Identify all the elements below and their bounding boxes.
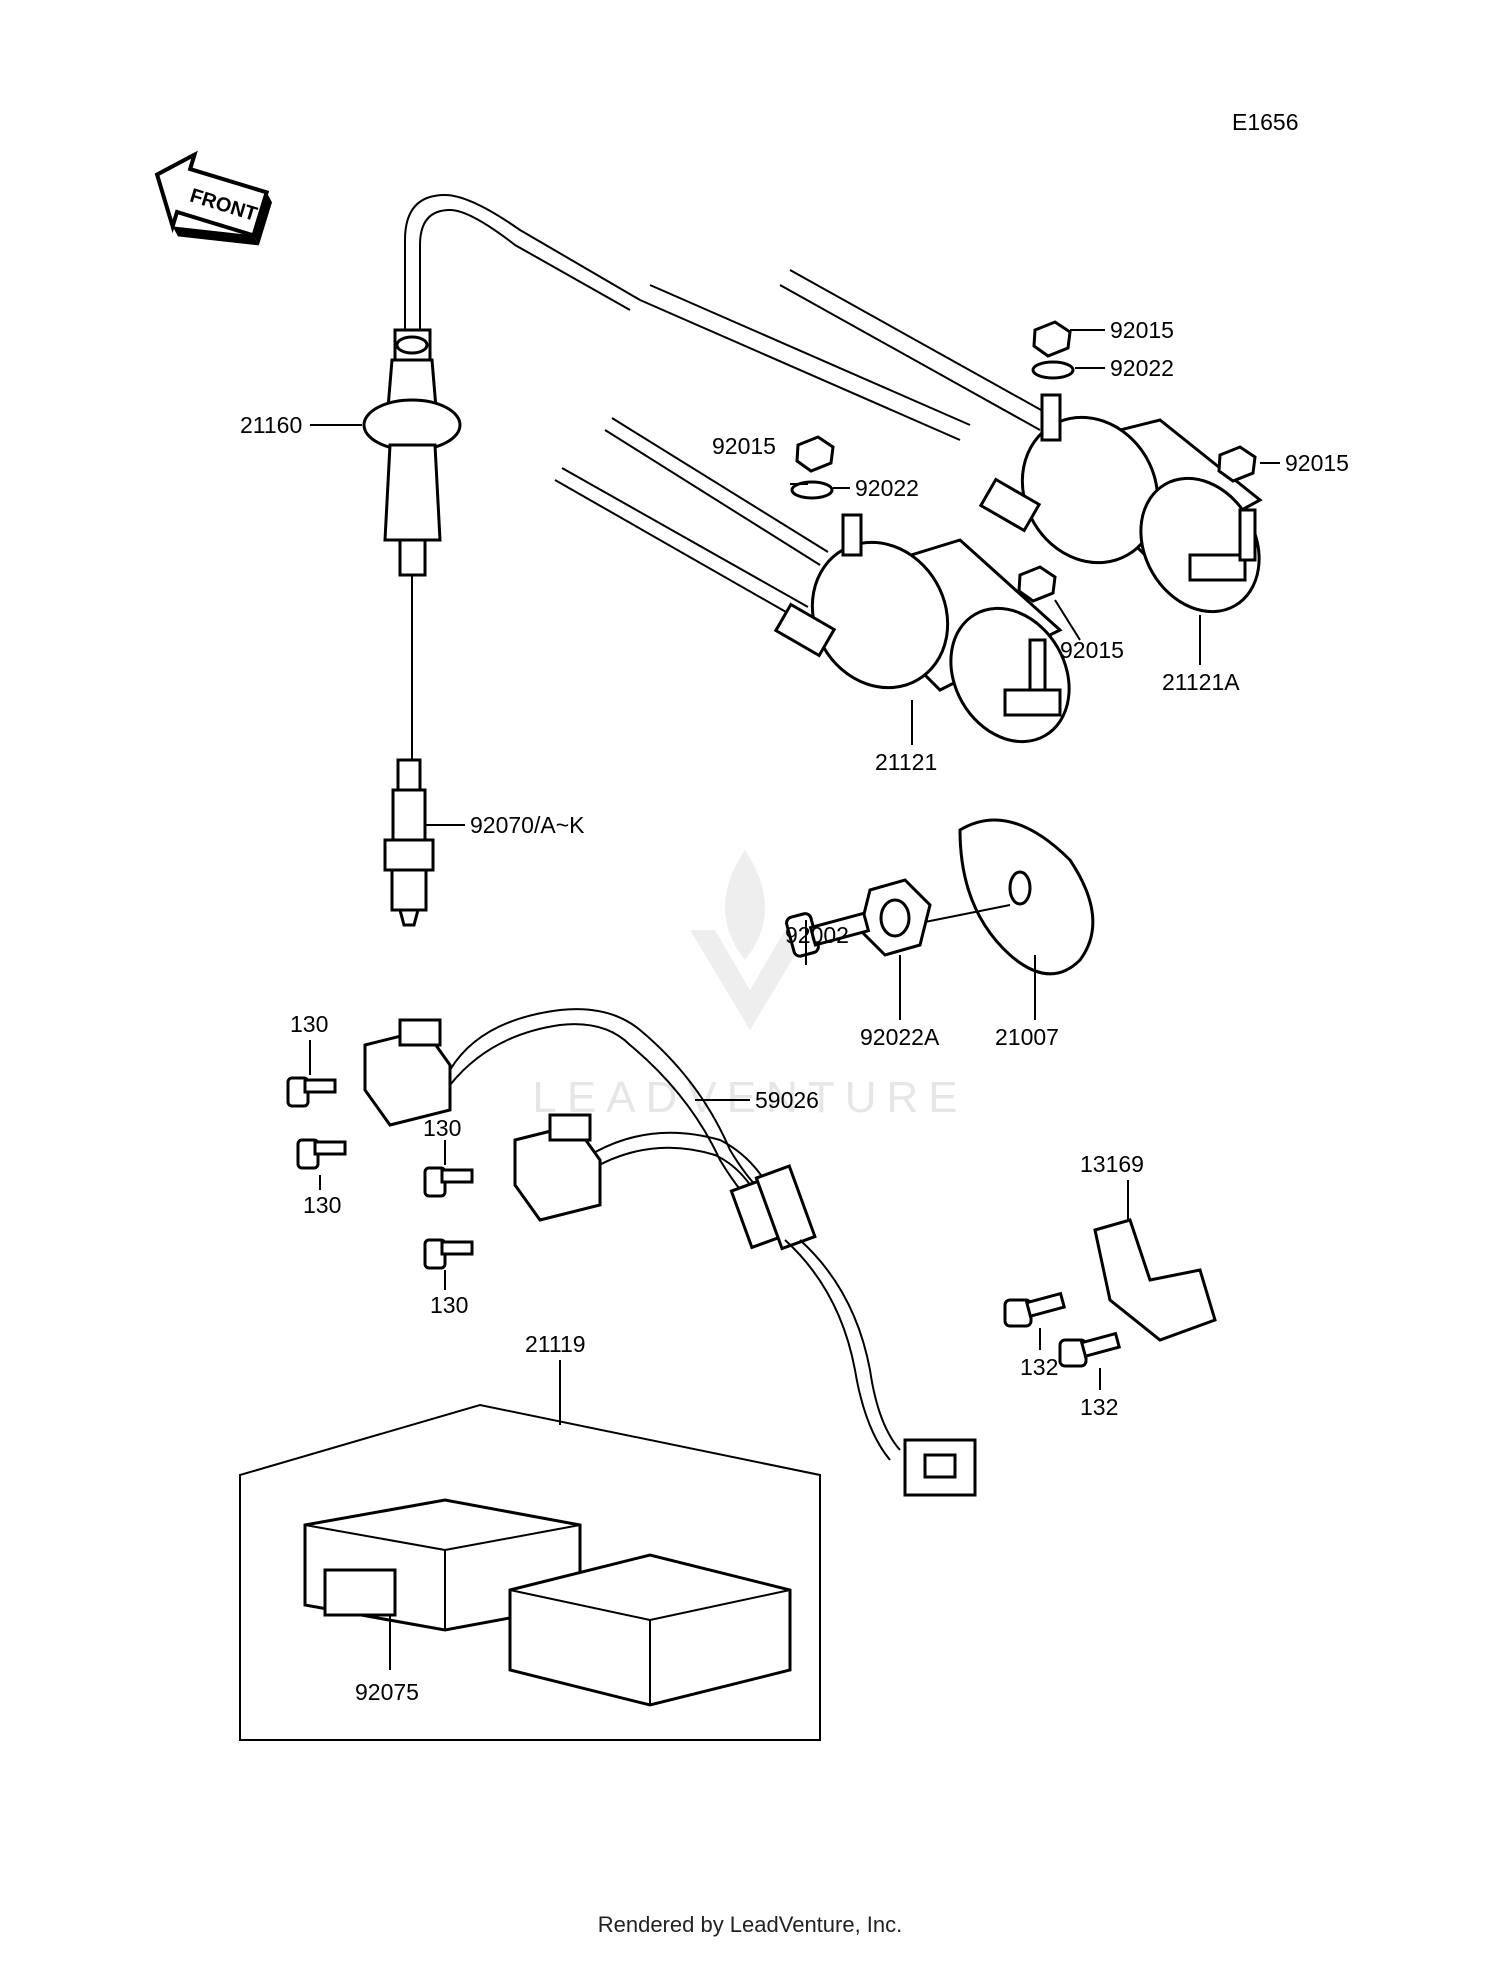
nut-92015-a (1032, 320, 1072, 358)
label-92015-d: 92015 (1060, 637, 1124, 663)
nut-92015-d (1017, 565, 1057, 603)
washer-92022-a (1031, 360, 1075, 380)
label-92015-b: 92015 (712, 433, 776, 459)
coil-wires (554, 269, 1051, 621)
ignition-coil-21121 (773, 538, 1071, 744)
watermark-text: LEADVENTURE (532, 1073, 967, 1122)
bolt-130-b (296, 1138, 347, 1170)
footer-credit: Rendered by LeadVenture, Inc. (597, 1912, 903, 1937)
label-13169: 13169 (1080, 1151, 1144, 1177)
bolt-130-d (423, 1238, 474, 1270)
part-labels: 21160 92015 92022 92015 92022 92015 9201… (240, 317, 1349, 1705)
label-92022-b: 92022 (855, 475, 919, 501)
igniter-unit-a (363, 1018, 452, 1127)
label-132-a: 132 (1020, 1354, 1058, 1380)
label-92015-c: 92015 (1285, 450, 1349, 476)
nut-92022A (858, 878, 932, 957)
stud-a (1040, 393, 1062, 442)
cover-unit (508, 1553, 792, 1707)
label-59026: 59026 (755, 1087, 819, 1113)
wire-harness-59026 (449, 1008, 977, 1497)
bolt-92002 (785, 911, 871, 958)
spark-plug-92070 (383, 758, 435, 927)
label-130-a: 130 (290, 1011, 328, 1037)
leader-lines (309, 329, 1280, 1670)
label-21121: 21121 (875, 749, 937, 775)
stud-b (841, 513, 863, 557)
washer-92022-b (790, 480, 834, 500)
plug-cap-21160 (362, 193, 641, 577)
ignition-coil-21121A (978, 415, 1263, 614)
label-132-b: 132 (1080, 1394, 1118, 1420)
plate-21007 (958, 818, 1095, 976)
diagram-code: E1656 (1232, 109, 1299, 135)
nut-92015-c (1217, 445, 1257, 483)
label-130-d: 130 (430, 1292, 468, 1318)
label-92075: 92075 (355, 1679, 419, 1705)
igniter-unit-b (513, 1113, 602, 1222)
label-21119: 21119 (525, 1331, 586, 1357)
label-130-c: 130 (423, 1115, 461, 1141)
bolt-130-a (286, 1076, 337, 1108)
label-92070: 92070/A~K (470, 812, 585, 838)
kit-box-21119 (239, 1403, 821, 1741)
bolt-132-a (1003, 1291, 1067, 1328)
bolt-132-b (1058, 1331, 1122, 1368)
bolt-130-c (423, 1166, 474, 1198)
label-92022A: 92022A (860, 1024, 940, 1050)
watermark: LEADVENTURE (532, 850, 967, 1122)
label-92002: 92002 (785, 922, 849, 948)
label-21160: 21160 (240, 412, 302, 438)
bracket-13169 (1093, 1218, 1217, 1342)
front-arrow-icon: FRONT (154, 150, 272, 246)
label-92022-a: 92022 (1110, 355, 1174, 381)
label-130-b: 130 (303, 1192, 341, 1218)
label-92015-a: 92015 (1110, 317, 1174, 343)
label-21007: 21007 (995, 1024, 1059, 1050)
label-21121A: 21121A (1162, 669, 1240, 695)
nut-92015-b (795, 435, 835, 473)
